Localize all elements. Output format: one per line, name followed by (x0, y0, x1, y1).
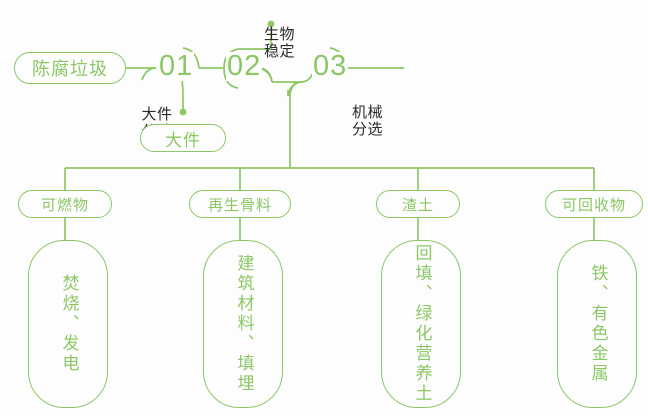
node-source[interactable]: 陈腐垃圾 (14, 52, 126, 84)
dot-bio-label (267, 20, 275, 28)
box-destination-combustible[interactable]: 焚烧、发电 (28, 240, 108, 408)
node-source-label: 陈腐垃圾 (32, 59, 108, 79)
dot-bulky-label (179, 108, 187, 116)
node-category-combustible[interactable]: 可燃物 (18, 190, 112, 218)
box-destination-slag-soil[interactable]: 回填、绿化营养土 (381, 240, 461, 408)
box-destination-recycled-aggregate[interactable]: 建筑材料、填埋 (203, 240, 283, 408)
arc-02-bottom (223, 67, 239, 89)
node-category-slag-soil-label: 渣土 (401, 196, 434, 214)
stage-number-03-text: 03 (313, 50, 348, 82)
wire-03-to-bus (289, 81, 303, 168)
node-category-combustible-label: 可燃物 (40, 196, 89, 214)
box-destination-combustible-text: 焚烧、发电 (59, 274, 79, 374)
box-destination-slag-soil-text: 回填、绿化营养土 (412, 244, 432, 404)
process-label-mechanical-sorting-text: 机械 分选 (352, 103, 384, 139)
node-side-output-bulky-label: 大件 (165, 130, 201, 150)
node-category-recycled-aggregate[interactable]: 再生骨料 (189, 190, 291, 218)
arc-01-left (141, 67, 157, 81)
process-label-bio-stabilization: 生物 稳定 (264, 8, 316, 61)
box-destination-recycled-aggregate-text: 建筑材料、填埋 (234, 254, 254, 394)
stage-number-01[interactable]: 01 (158, 50, 195, 82)
process-label-mechanical-sorting: 机械 分选 (352, 86, 404, 139)
stage-number-02[interactable]: 02 (226, 50, 263, 82)
node-category-recyclable-label: 可回收物 (561, 196, 626, 214)
stage-number-03[interactable]: 03 (312, 50, 349, 82)
stage-number-01-text: 01 (159, 50, 194, 82)
box-destination-recyclable-text: 铁、有色金属 (588, 264, 608, 384)
process-label-bio-stabilization-text: 生物 稳定 (264, 25, 296, 61)
node-category-recycled-aggregate-label: 再生骨料 (207, 196, 272, 214)
node-category-slag-soil[interactable]: 渣土 (376, 190, 460, 218)
stage-number-02-text: 02 (227, 50, 262, 82)
node-side-output-bulky[interactable]: 大件 (140, 124, 226, 152)
node-category-recyclable[interactable]: 可回收物 (545, 190, 643, 218)
box-destination-recyclable[interactable]: 铁、有色金属 (557, 240, 637, 408)
